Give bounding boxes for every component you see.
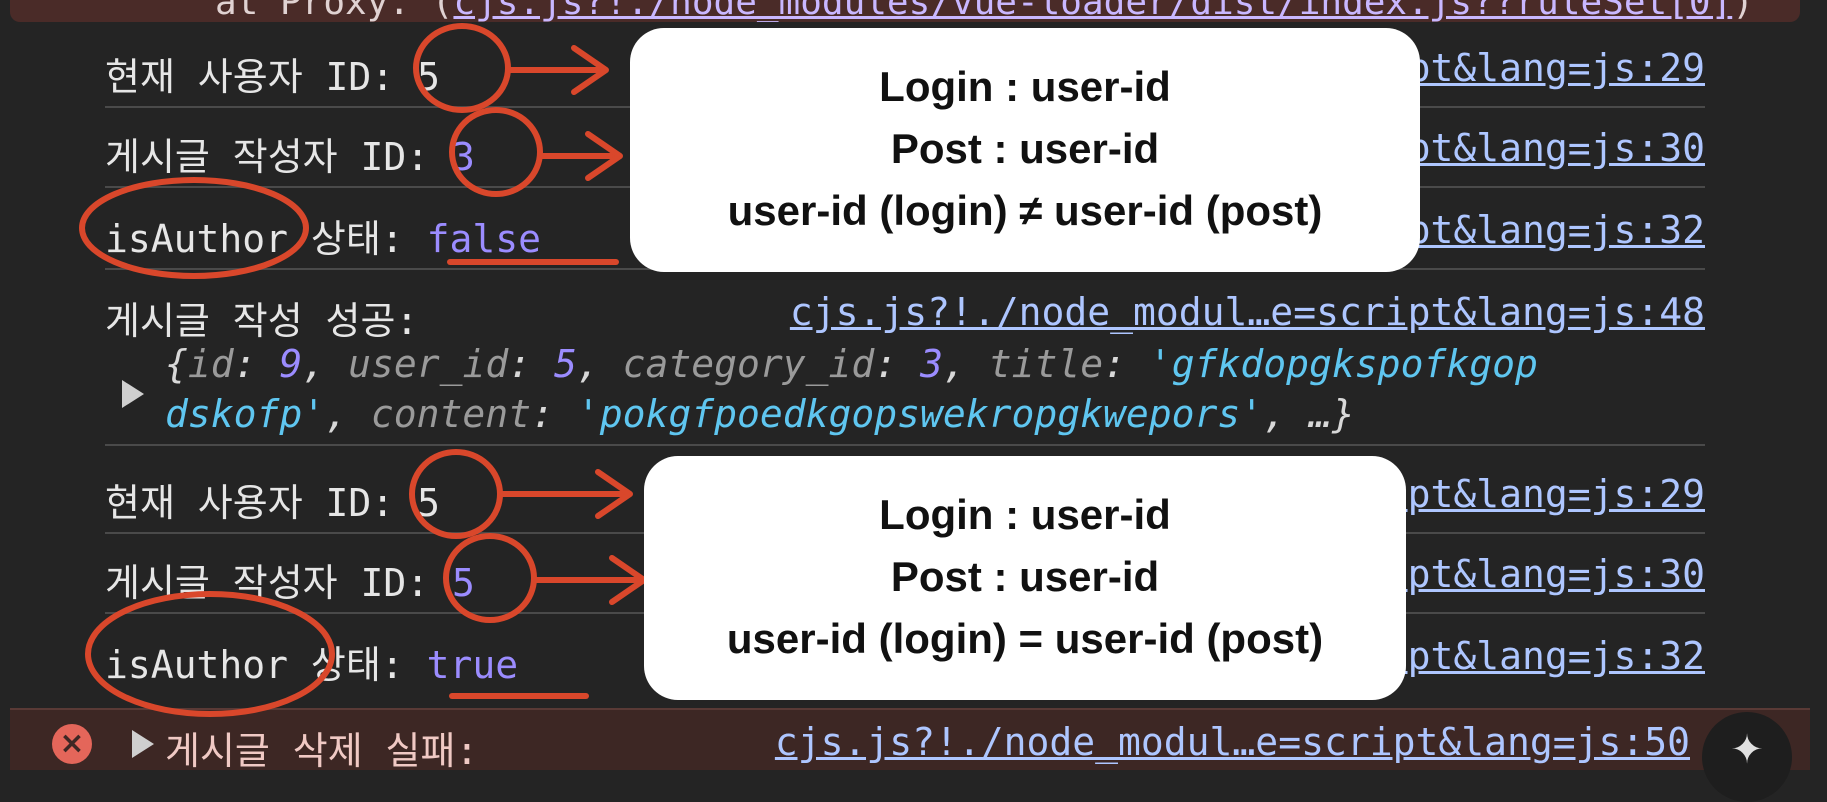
stack-line: at Proxy. (cjs.js?!./node_modules/vue-lo… xyxy=(215,0,1754,22)
log-label: isAuthor 상태: xyxy=(105,643,427,687)
key-content: content xyxy=(370,392,532,436)
source-link[interactable]: cjs.js?!./node_modul…e=script&lang=js:50 xyxy=(774,720,1690,764)
previous-error-stack: at Proxy. (cjs.js?!./node_modules/vue-lo… xyxy=(10,0,1800,22)
callout-line: user-id (login) ≠ user-id (post) xyxy=(727,187,1323,234)
log-message: 게시글 작성자 ID: 5 xyxy=(105,552,475,607)
object-preview-line-2[interactable]: dskofp', content: 'pokgfpoedkgopswekropg… xyxy=(165,392,1355,436)
log-value: 5 xyxy=(417,481,440,525)
log-label: 게시글 작성자 ID: xyxy=(105,135,453,179)
log-value: 5 xyxy=(417,55,440,99)
log-value: false xyxy=(426,217,541,261)
log-message: 현재 사용자 ID: 5 xyxy=(105,472,440,527)
ai-assistance-icon[interactable]: ✦ xyxy=(1702,712,1792,802)
log-message: isAuthor 상태: false xyxy=(105,208,541,263)
callout-line: Login : user-id xyxy=(879,491,1171,538)
key-user-id: user_id xyxy=(348,342,509,386)
log-message: isAuthor 상태: true xyxy=(105,634,518,689)
value-title: 'gfkdopgkspofkgop xyxy=(1148,342,1538,386)
callout-line: Post : user-id xyxy=(890,553,1160,600)
key-category-id: category_id xyxy=(622,342,875,386)
log-label: isAuthor 상태: xyxy=(105,217,427,261)
value-category-id: 3 xyxy=(920,342,943,386)
console-error-row: × 게시글 삭제 실패: cjs.js?!./node_modul…e=scri… xyxy=(10,708,1810,773)
brace: { xyxy=(165,342,188,386)
expand-triangle-icon[interactable] xyxy=(122,380,144,408)
callout-line: Post : user-id xyxy=(890,125,1160,172)
log-label: 게시글 작성자 ID: xyxy=(105,561,453,605)
callout-line: Login : user-id xyxy=(879,63,1171,110)
value-id: 9 xyxy=(279,342,303,386)
log-message: 게시글 작성자 ID: 3 xyxy=(105,126,475,181)
stack-text: at Proxy. xyxy=(215,0,411,22)
log-value: true xyxy=(426,643,519,687)
log-label: 현재 사용자 ID: xyxy=(105,55,418,99)
error-message: 게시글 삭제 실패: xyxy=(165,729,479,773)
key-title: title xyxy=(988,342,1104,386)
stack-link[interactable]: cjs.js?!./node_modules/vue-loader/dist/i… xyxy=(453,0,1733,22)
log-message: 현재 사용자 ID: 5 xyxy=(105,46,440,101)
log-value: 5 xyxy=(452,561,475,605)
value-title-cont: dskofp' xyxy=(165,392,326,436)
source-link[interactable]: cjs.js?!./node_modul…e=script&lang=js:48 xyxy=(789,290,1705,334)
key-id: id xyxy=(187,342,234,386)
log-message: 게시글 작성 성공: xyxy=(105,299,419,343)
expand-triangle-icon[interactable] xyxy=(132,730,154,758)
callout-line: user-id (login) = user-id (post) xyxy=(726,615,1324,662)
value-user-id: 5 xyxy=(554,342,577,386)
value-content: 'pokgfpoedkgopswekropgkwepors' xyxy=(576,392,1264,436)
console-log-row: 게시글 작성 성공: cjs.js?!./node_modul…e=script… xyxy=(105,274,1705,446)
error-x-icon: × xyxy=(52,724,92,764)
log-value: 3 xyxy=(452,135,475,179)
object-preview-line-1[interactable]: {id: 9, user_id: 5, category_id: 3, titl… xyxy=(165,342,1538,386)
annotation-callout-mismatch: Login : user-id Post : user-id user-id (… xyxy=(630,28,1420,272)
log-label: 현재 사용자 ID: xyxy=(105,481,418,525)
annotation-callout-match: Login : user-id Post : user-id user-id (… xyxy=(644,456,1406,700)
object-tail: , …} xyxy=(1263,392,1355,436)
